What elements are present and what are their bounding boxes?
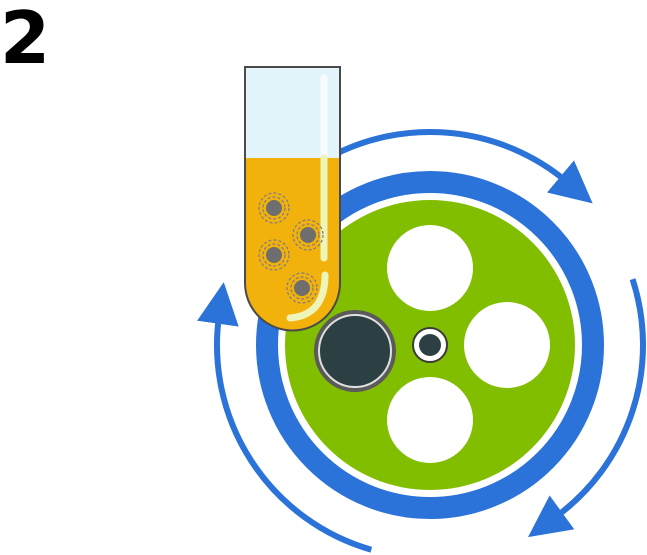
particle-halo [296,223,320,247]
rotation-arrows-icon [197,129,646,553]
rotor-axle-core [419,334,441,356]
rotation-arrow-2 [528,278,646,538]
centrifuge-rotor-icon [256,171,604,519]
rotor-slot-top [387,225,473,311]
particle-halo [292,219,324,251]
particle [300,227,316,243]
particle [266,247,282,263]
rotation-arrow-3 [197,282,373,553]
particle-halo [262,196,286,220]
tube-outline [244,66,341,332]
particle [266,200,282,216]
particle-halo [286,272,318,304]
step-number: 2 [0,0,51,80]
particle-halo [258,239,290,271]
rotor-slot-right [464,302,550,388]
sample-liquid [245,158,340,331]
particle-halo [258,192,290,224]
tube-highlight-bottom [286,271,329,322]
particle [294,280,310,296]
particles [258,192,324,304]
rotation-arrow-1 [328,129,593,204]
particle-halo [262,243,286,267]
rotor-slot-bottom [387,377,473,463]
rotor-slot-filled-core [318,314,392,388]
particle-halo [290,276,314,300]
test-tube-icon [244,66,341,332]
rotor-ring [256,171,604,519]
